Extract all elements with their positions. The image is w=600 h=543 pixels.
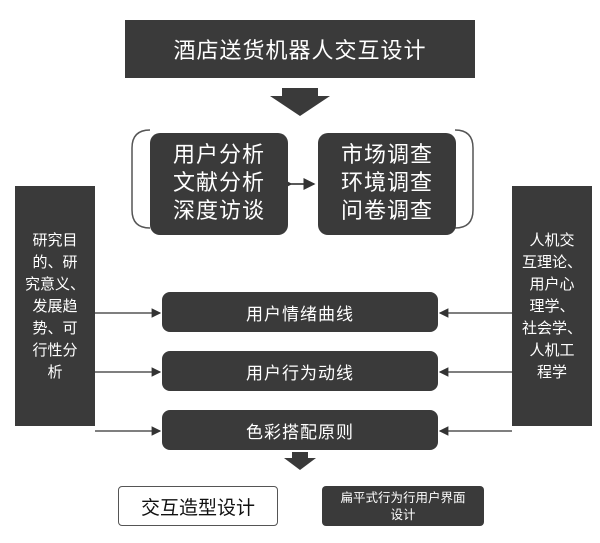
output-ui-design-box: 扁平式行为行用户界面 设计 <box>322 486 484 526</box>
right-cluster-item-3: 问卷调查 <box>340 199 433 224</box>
right-side-line-4: 理学、 <box>529 297 575 315</box>
left-side-line-6: 行性分 <box>32 341 78 359</box>
right-side-box: 人机交 互理论、 用户心 理学、 社会学、 人机工 程学 <box>512 186 592 426</box>
left-side-line-3: 究意义、 <box>24 275 85 293</box>
left-bracket <box>131 129 151 229</box>
left-cluster-item-1: 用户分析 <box>172 143 265 168</box>
title-text: 酒店送货机器人交互设计 <box>173 39 427 64</box>
left-side-box: 研究目 的、研 究意义、 发展趋 势、可 行性分 析 <box>15 186 95 426</box>
right-cluster-box: 市场调查 环境调查 问卷调查 <box>318 133 456 235</box>
right-cluster-item-1: 市场调查 <box>340 143 433 168</box>
bar-color-principles-label: 色彩搭配原则 <box>246 422 354 443</box>
left-side-line-1: 研究目 <box>32 231 78 249</box>
right-side-line-5: 社会学、 <box>521 319 582 337</box>
right-cluster-item-2: 环境调查 <box>340 171 433 196</box>
bar-emotion-curve-label: 用户情绪曲线 <box>246 304 354 325</box>
output-ui-design-line-1: 扁平式行为行用户界面 <box>340 490 466 505</box>
left-cluster-item-3: 深度访谈 <box>172 199 265 224</box>
left-cluster-item-2: 文献分析 <box>172 171 265 196</box>
title-box: 酒店送货机器人交互设计 <box>125 20 475 78</box>
right-bracket <box>454 129 474 229</box>
output-ui-design-line-2: 设计 <box>390 507 416 522</box>
down-arrow-top <box>270 88 330 116</box>
output-interaction-design-box: 交互造型设计 <box>118 486 278 526</box>
left-side-line-5: 势、可 <box>32 319 78 337</box>
left-cluster-box: 用户分析 文献分析 深度访谈 <box>150 133 288 235</box>
right-side-line-1: 人机交 <box>529 231 575 249</box>
right-side-line-2: 互理论、 <box>521 253 582 271</box>
bar-color-principles: 色彩搭配原则 <box>162 410 438 450</box>
bar-behavior-flow: 用户行为动线 <box>162 351 438 391</box>
output-interaction-design-label: 交互造型设计 <box>140 496 255 519</box>
right-side-line-3: 用户心 <box>529 275 575 293</box>
down-arrow-bottom <box>284 452 316 470</box>
bar-behavior-flow-label: 用户行为动线 <box>246 363 354 384</box>
left-side-line-7: 析 <box>47 363 63 381</box>
right-side-line-6: 人机工 <box>529 341 575 359</box>
left-side-line-2: 的、研 <box>32 253 78 271</box>
bar-emotion-curve: 用户情绪曲线 <box>162 292 438 332</box>
right-side-line-7: 程学 <box>536 363 567 381</box>
left-side-line-4: 发展趋 <box>32 297 78 315</box>
